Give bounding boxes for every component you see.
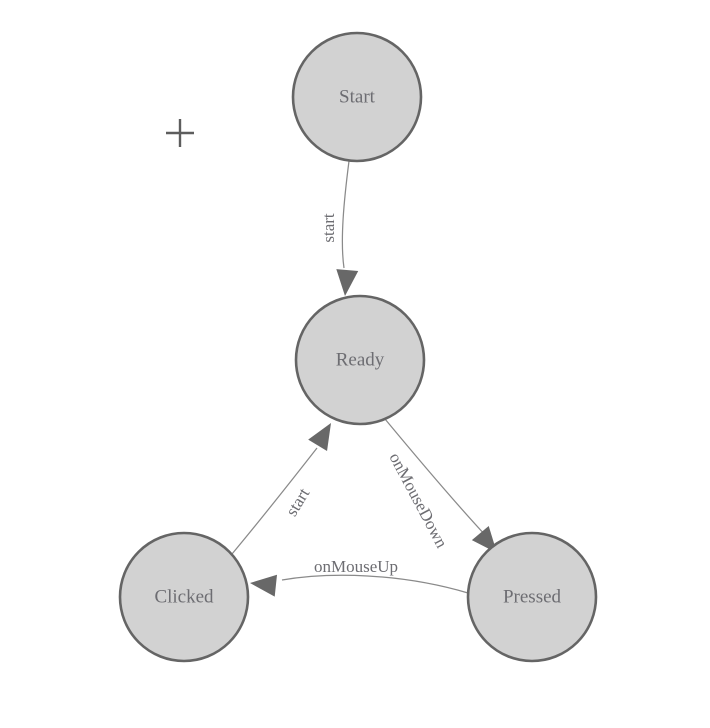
state-node-clicked[interactable]: Clicked xyxy=(118,531,250,663)
node-circle[interactable] xyxy=(294,294,426,426)
edge-label: start xyxy=(282,485,314,520)
node-circle[interactable] xyxy=(466,531,598,663)
node-circle[interactable] xyxy=(118,531,250,663)
edge-line xyxy=(231,447,318,555)
state-node-pressed[interactable]: Pressed xyxy=(466,531,598,663)
edge-start-to-ready[interactable]: start xyxy=(319,160,359,297)
node-circle[interactable] xyxy=(291,31,423,163)
edge-arrowhead xyxy=(471,526,497,553)
edge-label: onMouseUp xyxy=(314,557,398,576)
edge-label: start xyxy=(319,213,338,243)
crosshair-marker[interactable] xyxy=(166,119,194,147)
edge-line xyxy=(341,160,350,269)
edge-line xyxy=(384,418,488,538)
edge-ready-to-pressed[interactable]: onMouseDown xyxy=(384,418,505,560)
edge-pressed-to-clicked[interactable]: onMouseUp xyxy=(249,557,469,597)
markers-layer xyxy=(166,119,194,147)
edge-label: onMouseDown xyxy=(385,450,451,552)
edge-clicked-to-ready[interactable]: start xyxy=(231,417,340,555)
state-node-ready[interactable]: Ready xyxy=(294,294,426,426)
edge-arrowhead xyxy=(336,269,359,296)
edge-line xyxy=(281,574,469,594)
edge-arrowhead xyxy=(250,574,278,597)
state-node-start[interactable]: Start xyxy=(291,31,423,163)
edge-arrowhead xyxy=(308,423,331,451)
